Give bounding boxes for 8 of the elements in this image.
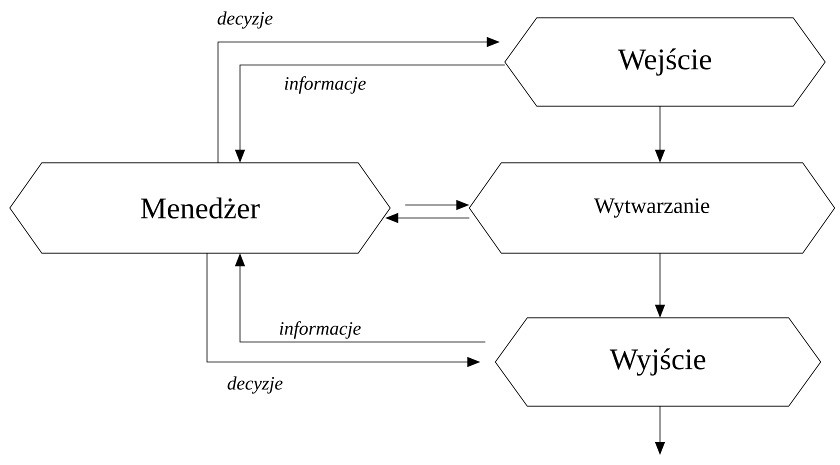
edge-label: informacje [278,320,362,340]
hexagon-box: Wejście [504,17,826,107]
hexagon-box: Wytwarzanie [468,162,836,254]
hexagon-box: Wyjście [494,317,822,407]
hexagon-box: Menedżer [9,162,391,254]
edge-label: decyzje [216,10,274,30]
edge-label: informacje [282,75,368,95]
edge-label: decyzje [226,375,284,395]
